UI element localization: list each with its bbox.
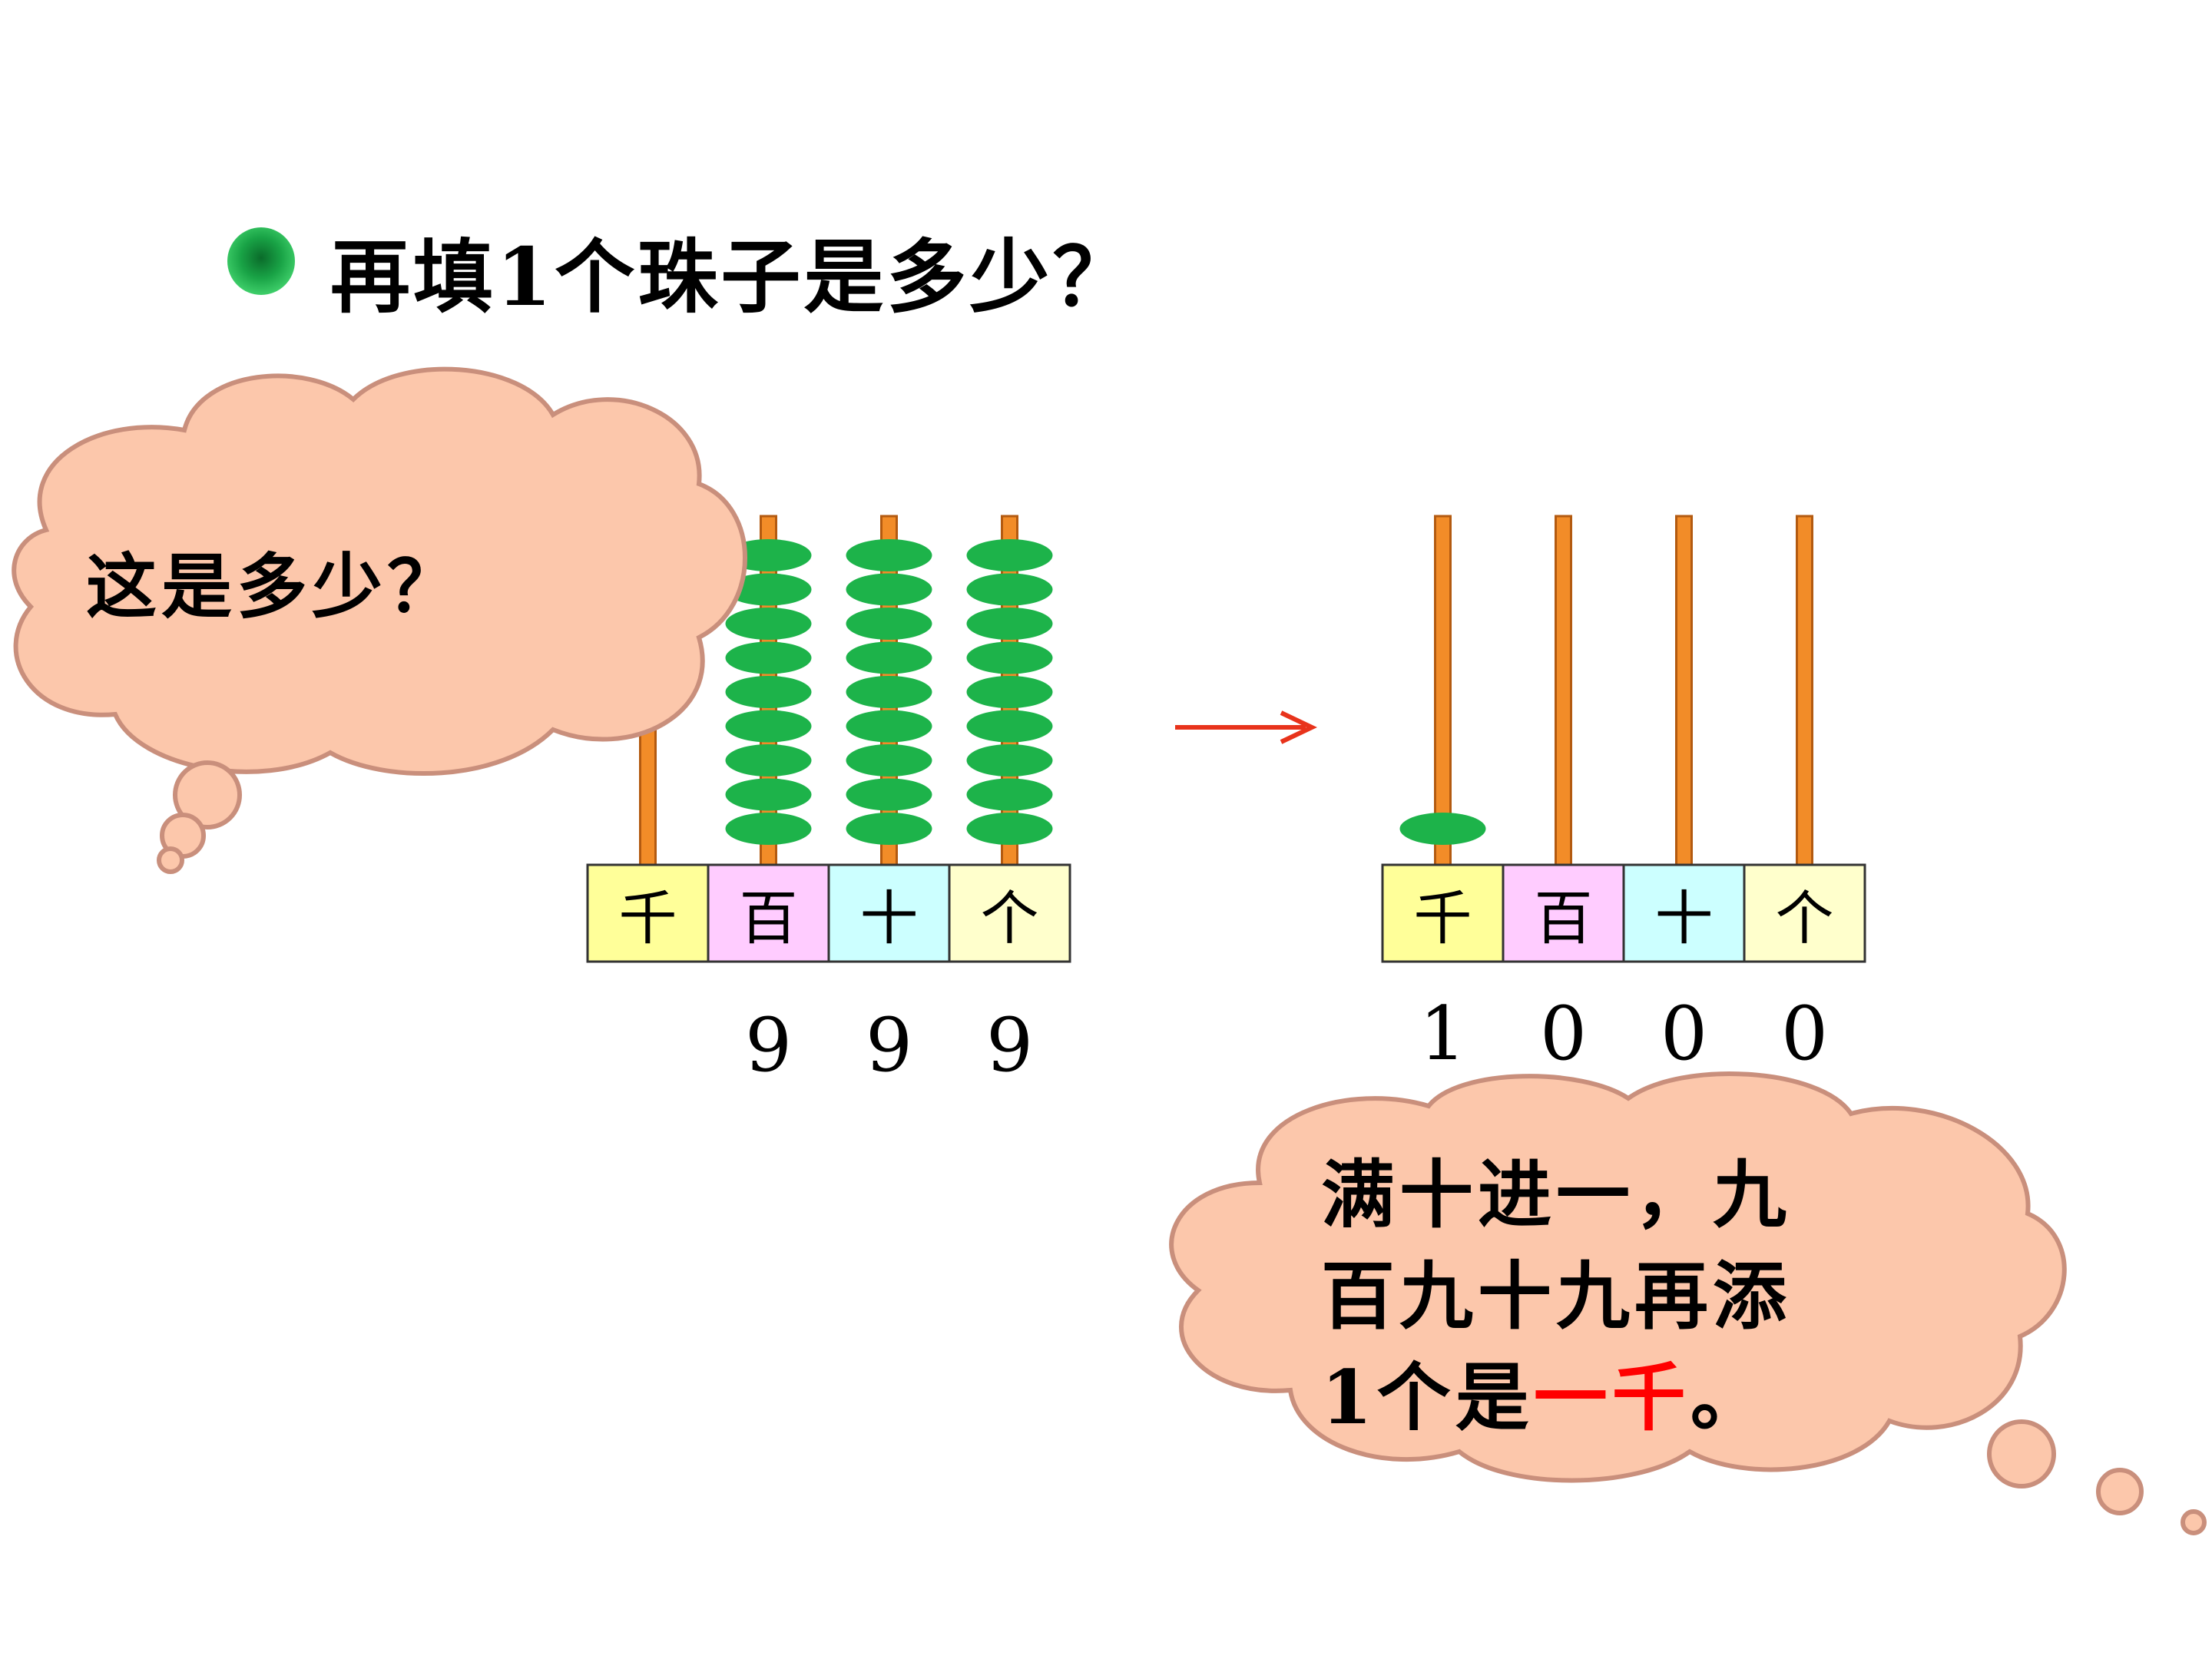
left-place-box-tens — [827, 863, 951, 963]
right-place-box-hundreds — [1502, 863, 1625, 963]
left-digit-tens: 9 — [865, 1002, 913, 1088]
left-bead-tens — [846, 710, 932, 743]
cloud-answer-bubble-2 — [2096, 1468, 2144, 1515]
right-place-label-ones: 个 — [1775, 884, 1834, 952]
cloud-question-body — [12, 366, 747, 777]
left-bead-ones — [966, 778, 1053, 811]
left-bead-tens — [846, 744, 932, 777]
left-bead-hundreds — [725, 778, 812, 811]
right-rod-hundreds — [1555, 515, 1572, 866]
left-place-box-ones — [948, 863, 1071, 963]
left-bead-tens — [846, 641, 932, 674]
cloud-question-bubble-1 — [173, 760, 242, 830]
left-bead-hundreds — [725, 676, 812, 708]
left-bead-hundreds — [725, 641, 812, 674]
cloud-answer-body — [1169, 1071, 2067, 1483]
cloud-answer-bubble-3 — [2181, 1509, 2207, 1535]
right-place-label-hundreds: 百 — [1534, 884, 1593, 952]
left-place-label-hundreds: 百 — [739, 884, 798, 952]
left-bead-ones — [966, 710, 1053, 743]
left-bead-tens — [846, 813, 932, 845]
left-place-label-ones: 个 — [980, 884, 1039, 952]
right-digit-hundreds: 0 — [1539, 991, 1588, 1077]
right-digit-thousands: 1 — [1419, 991, 1467, 1077]
answer-highlight-one-thousand: 一千 — [1533, 1354, 1690, 1441]
left-bead-ones — [966, 573, 1053, 606]
left-bead-hundreds — [725, 608, 812, 640]
left-place-box-thousands — [586, 863, 710, 963]
right-rod-thousands — [1434, 515, 1452, 866]
cloud-answer-text: 满十进一，九 百九十九再添 1个是一千。 — [1321, 1144, 1791, 1449]
right-place-box-ones — [1743, 863, 1866, 963]
right-rod-tens — [1675, 515, 1693, 866]
left-bead-hundreds — [725, 744, 812, 777]
right-place-box-tens — [1622, 863, 1746, 963]
left-bead-tens — [846, 778, 932, 811]
cloud-question-text: 这是多少？ — [86, 545, 463, 628]
right-bead-thousands — [1399, 813, 1486, 845]
cloud-question-bubble-3 — [157, 846, 184, 874]
right-place-label-tens: 十 — [1654, 884, 1714, 952]
left-bead-tens — [846, 573, 932, 606]
title-bullet-icon — [227, 227, 295, 295]
answer-line-3: 1个是一千。 — [1321, 1347, 1791, 1449]
left-digit-hundreds: 9 — [744, 1002, 793, 1088]
left-bead-hundreds — [725, 710, 812, 743]
thought-cloud-question — [12, 366, 747, 874]
thought-cloud-answer — [1169, 1071, 2207, 1535]
left-bead-hundreds — [725, 813, 812, 845]
arrow-right-icon — [1175, 710, 1317, 744]
right-abacus — [1381, 515, 1866, 963]
right-digit-ones: 0 — [1780, 991, 1829, 1077]
right-digit-tens: 0 — [1660, 991, 1708, 1077]
answer-line-3-start: 1个是 — [1321, 1354, 1534, 1441]
left-place-box-hundreds — [707, 863, 830, 963]
answer-line-2: 百九十九再添 — [1321, 1253, 1791, 1339]
left-bead-tens — [846, 608, 932, 640]
left-bead-tens — [846, 676, 932, 708]
cloud-answer-bubble-1 — [1987, 1419, 2056, 1488]
right-place-box-thousands — [1381, 863, 1505, 963]
answer-line-1: 满十进一，九 — [1321, 1151, 1791, 1238]
left-bead-ones — [966, 676, 1053, 708]
answer-line-3-end: 。 — [1690, 1354, 1769, 1441]
left-place-label-tens: 十 — [859, 884, 919, 952]
left-bead-ones — [966, 744, 1053, 777]
left-bead-ones — [966, 813, 1053, 845]
page-title: 再填1个珠子是多少？ — [330, 230, 1136, 324]
right-place-label-thousands: 千 — [1413, 884, 1472, 952]
right-rod-ones — [1796, 515, 1813, 866]
left-bead-ones — [966, 641, 1053, 674]
left-bead-hundreds — [725, 573, 812, 606]
left-bead-tens — [846, 539, 932, 571]
left-bead-ones — [966, 608, 1053, 640]
left-bead-ones — [966, 539, 1053, 571]
left-digit-ones: 9 — [985, 1002, 1034, 1088]
left-place-label-thousands: 千 — [618, 884, 677, 952]
